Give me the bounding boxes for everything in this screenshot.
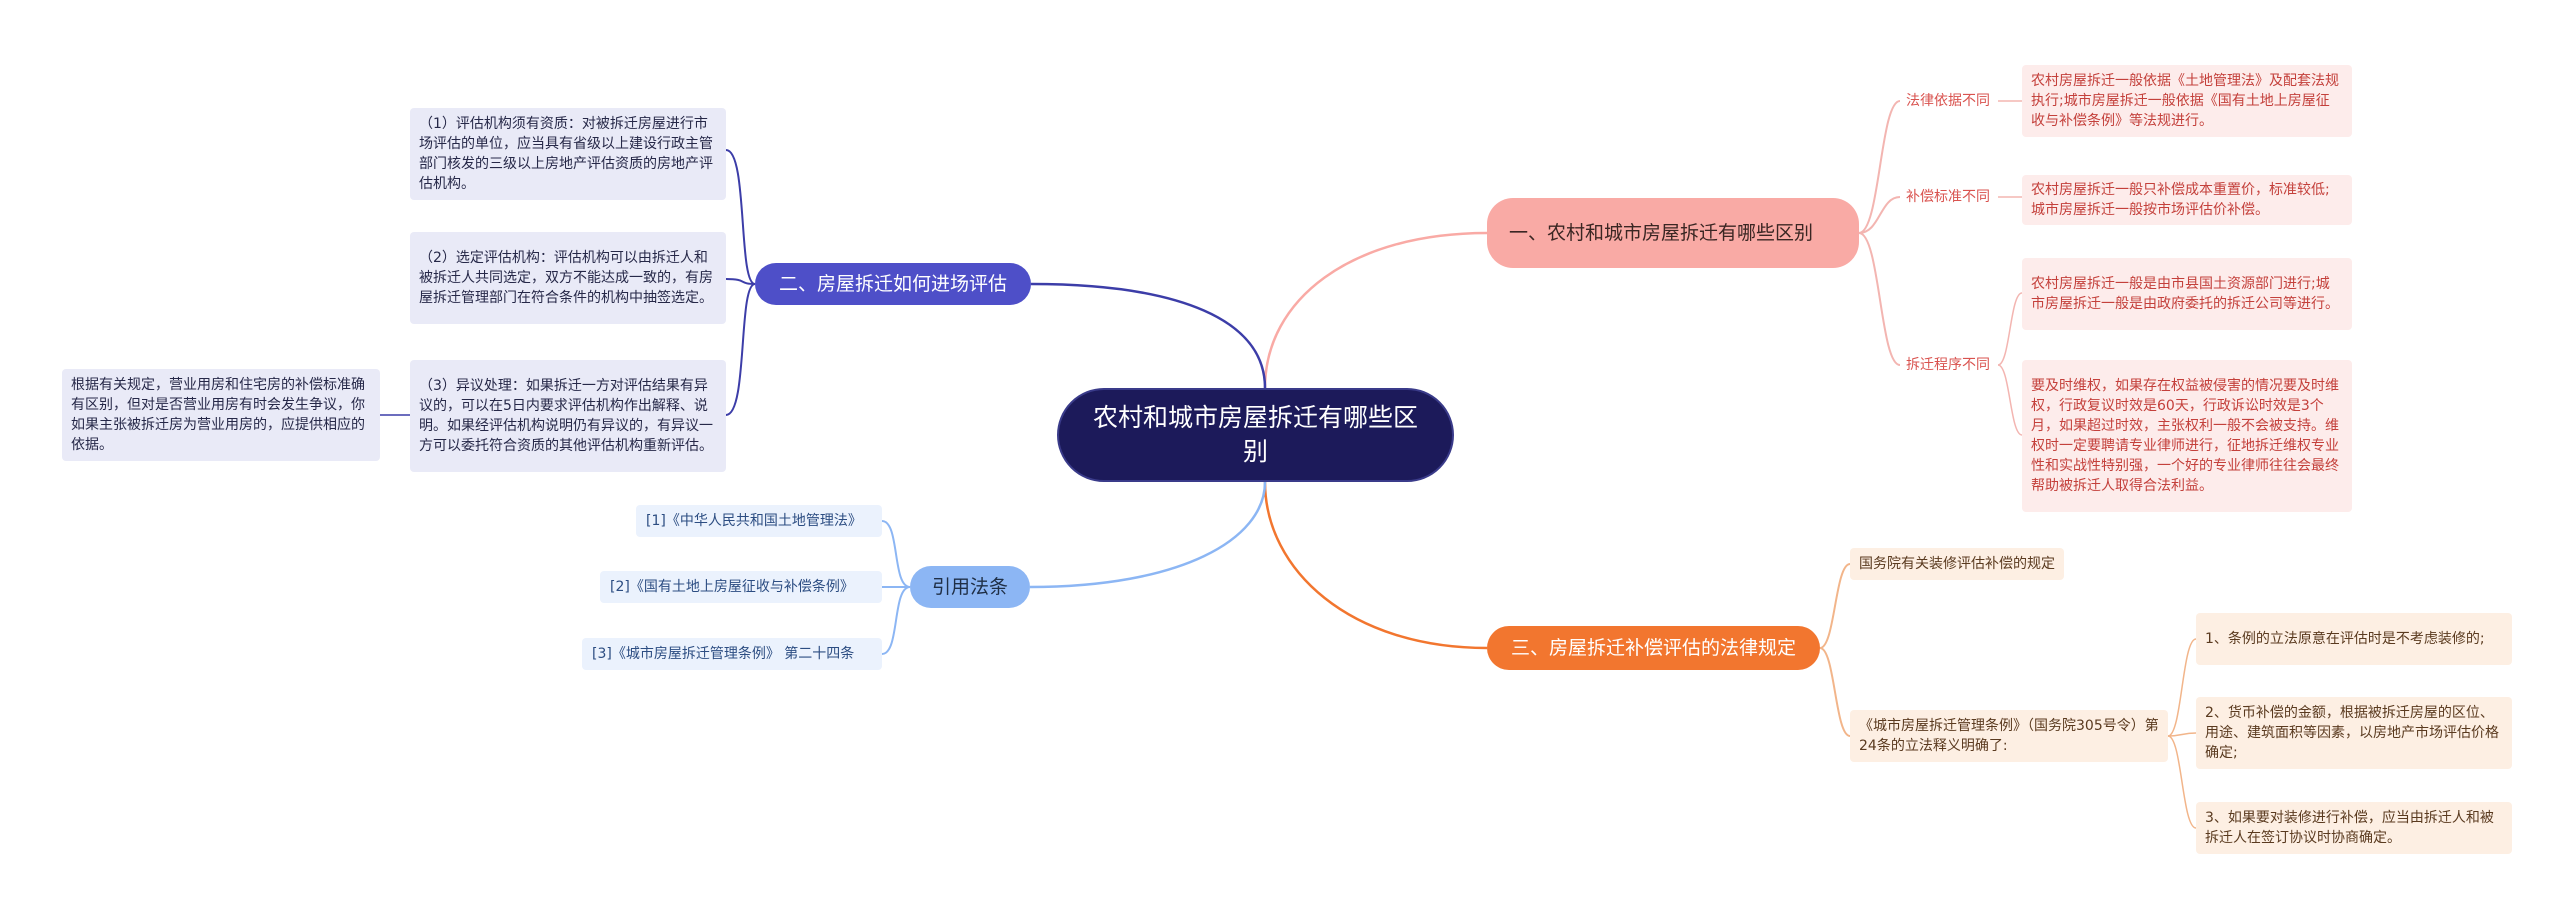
link-root-site-assessment [1030, 282, 1267, 389]
detail-legal-basis[interactable]: 农村房屋拆迁一般依据《土地管理法》及配套法规执行;城市房屋拆迁一般依据《国有土地… [2022, 65, 2352, 137]
branch-site-assessment[interactable]: 二、房屋拆迁如何进场评估 [755, 263, 1031, 305]
rule-detail-3[interactable]: 3、如果要对装修进行补偿，应当由拆迁人和被拆迁人在签订协议时协商确定。 [2196, 802, 2512, 854]
link-ref-3 [881, 586, 911, 655]
link-legal-2 [1819, 647, 1851, 737]
rule-detail-2[interactable]: 2、货币补偿的金额，根据被拆迁房屋的区位、用途、建筑面积等因素，以房地产市场评估… [2196, 697, 2512, 769]
link-root-legal-rules [1263, 481, 1488, 650]
assessment-objection[interactable]: （3）异议处理：如果拆迁一方对评估结果有异议的，可以在5日内要求评估机构作出解释… [410, 360, 726, 472]
link-diff-3-detail-a [1997, 292, 2023, 366]
assessment-qualification[interactable]: （1）评估机构须有资质：对被拆迁房屋进行市场评估的单位，应当具有省级以上建设行政… [410, 108, 726, 200]
assessment-business-housing-note[interactable]: 根据有关规定，营业用房和住宅房的补偿标准确有区别，但对是否营业用房有时会发生争议… [62, 369, 380, 461]
detail-demolition-procedure[interactable]: 农村房屋拆迁一般是由市县国土资源部门进行;城市房屋拆迁一般是由政府委托的拆迁公司… [2022, 258, 2352, 330]
link-diff-3-detail-b [1997, 364, 2023, 436]
detail-compensation-standard[interactable]: 农村房屋拆迁一般只补偿成本重置价，标准较低;城市房屋拆迁一般按市场评估价补偿。 [2022, 175, 2352, 225]
link-legal-2-d1 [2167, 638, 2197, 737]
link-site-2 [725, 278, 756, 285]
reference-expropriation-regulation[interactable]: [2]《国有土地上房屋征收与补偿条例》 [600, 571, 882, 603]
link-diff-3 [1858, 232, 1901, 366]
link-root-differences [1263, 231, 1488, 389]
topic-compensation-standard[interactable]: 补偿标准不同 [1900, 185, 1996, 209]
link-site-3 [725, 283, 756, 416]
link-ref-1 [881, 520, 911, 588]
reference-demolition-regulation[interactable]: [3]《城市房屋拆迁管理条例》 第二十四条 [582, 638, 882, 670]
rule-detail-1[interactable]: 1、条例的立法原意在评估时是不考虑装修的; [2196, 613, 2512, 665]
root-topic[interactable]: 农村和城市房屋拆迁有哪些区别 [1057, 388, 1454, 482]
link-diff-2 [1858, 196, 1901, 234]
topic-demolition-procedure[interactable]: 拆迁程序不同 [1900, 353, 1996, 377]
branch-differences[interactable]: 一、农村和城市房屋拆迁有哪些区别 [1487, 198, 1859, 268]
link-diff-1 [1858, 100, 1901, 234]
reference-land-law[interactable]: [1]《中华人民共和国土地管理法》 [636, 505, 882, 537]
branch-references[interactable]: 引用法条 [910, 566, 1030, 608]
link-root-references [1029, 481, 1267, 589]
link-legal-2-d2 [2167, 732, 2197, 737]
link-site-1 [725, 149, 756, 285]
assessment-selection[interactable]: （2）选定评估机构：评估机构可以由拆迁人和被拆迁人共同选定，双方不能达成一致的，… [410, 232, 726, 324]
rule-regulation-article-24[interactable]: 《城市房屋拆迁管理条例》（国务院305号令）第24条的立法释义明确了: [1850, 710, 2168, 762]
link-legal-1 [1819, 563, 1851, 649]
topic-legal-basis[interactable]: 法律依据不同 [1900, 89, 1996, 113]
rule-state-council[interactable]: 国务院有关装修评估补偿的规定 [1850, 548, 2064, 580]
branch-legal-rules[interactable]: 三、房屋拆迁补偿评估的法律规定 [1487, 626, 1820, 670]
link-legal-2-d3 [2167, 735, 2197, 829]
detail-rights-protection[interactable]: 要及时维权，如果存在权益被侵害的情况要及时维权，行政复议时效是60天，行政诉讼时… [2022, 360, 2352, 512]
